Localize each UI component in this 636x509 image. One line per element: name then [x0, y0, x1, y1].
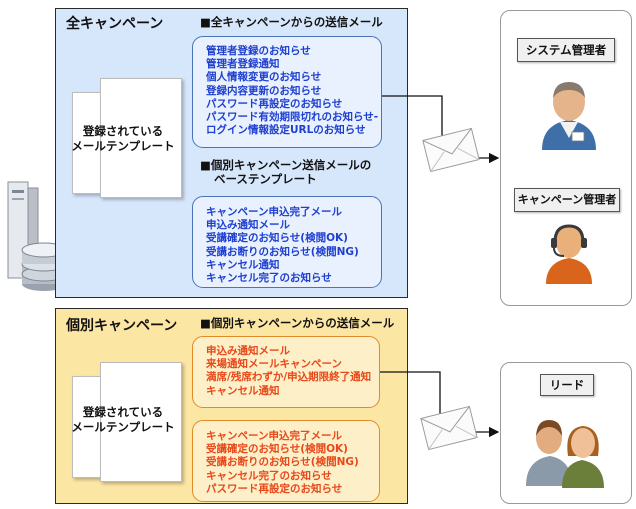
individual-campaign-send-heading: ■個別キャンペーンからの送信メール	[200, 316, 395, 330]
campaign-admin-label: キャンペーン管理者	[514, 188, 620, 212]
list-item: 受講お断りのお知らせ(検閲NG)	[206, 456, 359, 469]
lead-label: リード	[540, 374, 594, 396]
list-item: 管理者登録通知	[206, 58, 280, 71]
individual-campaign-title: 個別キャンペーン	[66, 318, 178, 334]
list-item: 受講お断りのお知らせ(検閲NG)	[206, 245, 359, 258]
base-template-mail-box	[192, 196, 382, 288]
envelope-icon	[418, 402, 480, 458]
individual-mail-list-2: キャンペーン申込完了メール 受講確定のお知らせ(検閲OK) 受講お断りのお知らせ…	[206, 430, 359, 496]
campaign-admin-avatar-icon	[540, 220, 598, 290]
individual-mail-list-1: 申込み通知メール 来場通知メールキャンペーン 満席/残席わずか/申込期限終了通知…	[206, 345, 371, 398]
list-item: 管理者登録のお知らせ	[206, 45, 311, 57]
list-item: キャンセル通知	[206, 258, 280, 271]
list-item: 満席/残席わずか/申込期限終了通知	[206, 371, 372, 384]
list-item: 受講確定のお知らせ(検閲OK)	[206, 232, 348, 245]
list-item: 来場通知メールキャンペーン	[206, 358, 342, 371]
individual-mail-box-1	[192, 336, 380, 408]
list-item: キャンペーン申込完了メール	[206, 206, 342, 218]
list-item: 個人情報変更のお知らせ	[206, 71, 322, 84]
list-item: 登録内容更新のお知らせ	[206, 84, 322, 97]
system-admin-avatar-icon	[536, 72, 602, 156]
base-template-heading: ■個別キャンペーン送信メールの ベーステンプレート	[200, 158, 372, 186]
envelope-icon	[420, 124, 482, 180]
list-item: パスワード再設定のお知らせ	[206, 482, 343, 495]
list-item: 受講確定のお知らせ(検閲OK)	[206, 443, 348, 456]
list-item: ログイン情報設定URLのお知らせ	[206, 124, 366, 137]
all-campaign-mail-box	[192, 36, 382, 148]
base-template-mail-list: キャンペーン申込完了メール 申込み通知メール 受講確定のお知らせ(検閲OK) 受…	[206, 206, 359, 285]
all-campaign-title: 全キャンペーン	[66, 16, 164, 32]
individual-template-document-front	[100, 362, 182, 482]
list-item: キャンペーン申込完了メール	[206, 430, 342, 442]
list-item: キャンセル完了のお知らせ	[206, 469, 332, 482]
list-item: キャンセル通知	[206, 384, 280, 397]
list-item: パスワード再設定のお知らせ	[206, 97, 343, 110]
individual-mail-box-2	[192, 420, 380, 502]
individual-template-label: 登録されている メールテンプレート	[71, 405, 175, 434]
list-item: パスワード有効期限切れのお知らせ-	[206, 111, 379, 124]
list-item: 申込み通知メール	[206, 345, 290, 357]
template-document-front	[100, 78, 182, 198]
list-item: キャンセル完了のお知らせ	[206, 272, 332, 285]
all-campaign-mail-list: 管理者登録のお知らせ 管理者登録通知 個人情報変更のお知らせ 登録内容更新のお知…	[206, 45, 378, 137]
lead-people-icon	[524, 412, 608, 494]
template-label: 登録されている メールテンプレート	[71, 124, 175, 153]
system-admin-label: システム管理者	[517, 38, 615, 62]
list-item: 申込み通知メール	[206, 219, 290, 232]
all-campaign-send-heading: ■全キャンペーンからの送信メール	[200, 15, 383, 29]
